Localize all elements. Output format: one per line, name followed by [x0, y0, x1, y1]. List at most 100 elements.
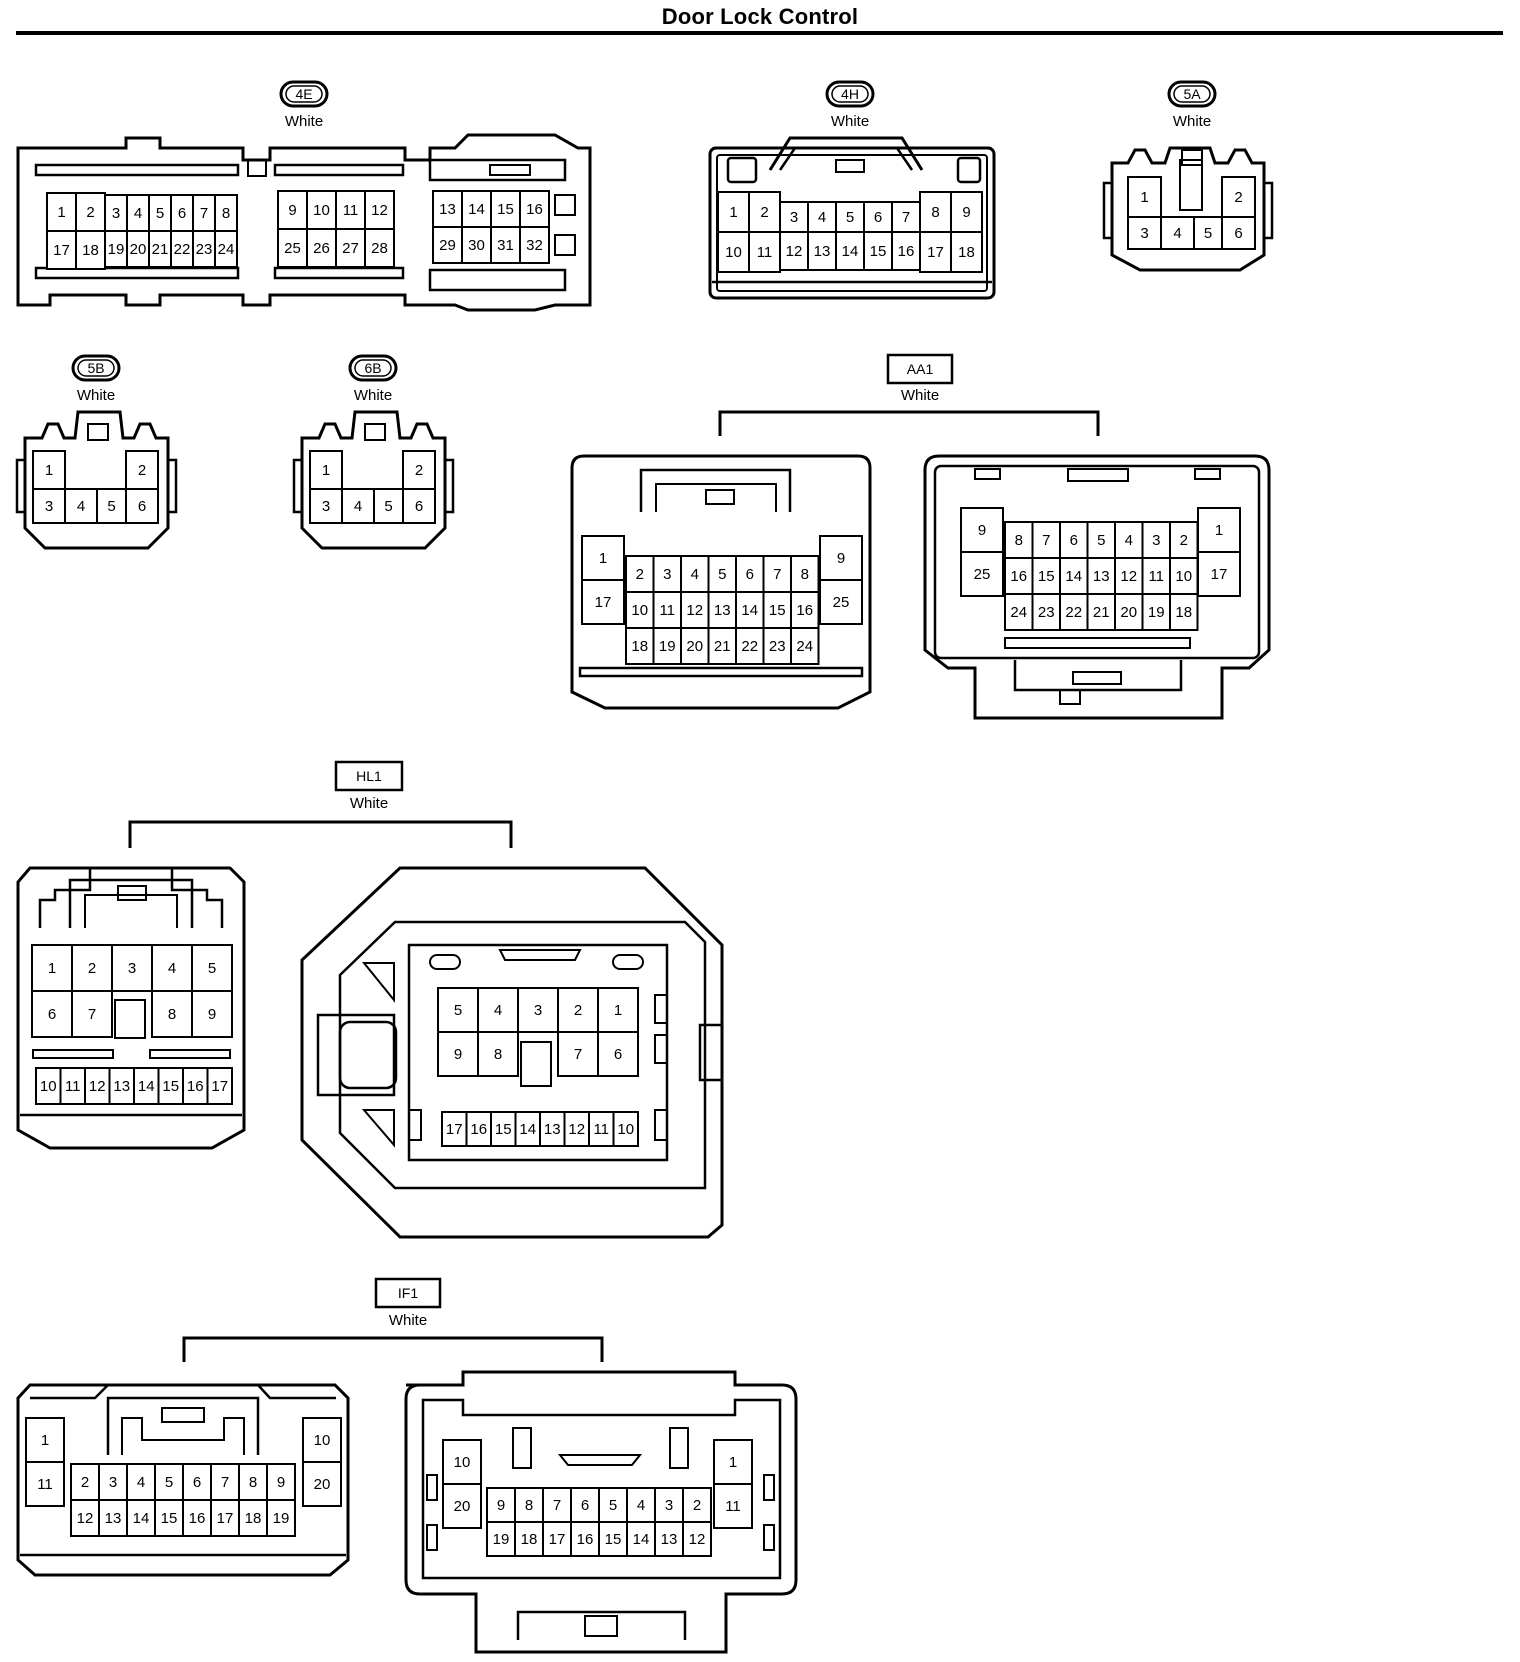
pin-number: 23: [196, 241, 213, 258]
pin-cavity: [863, 231, 893, 271]
pin-number: 6: [614, 1046, 622, 1063]
pin-number: 8: [494, 1046, 502, 1063]
pin-number: 1: [1140, 189, 1148, 206]
pin-number: 8: [1015, 532, 1023, 549]
pin-cavity: [779, 231, 809, 271]
pin-number: 9: [497, 1497, 505, 1514]
pin-cavity: [514, 1111, 541, 1147]
pin-number: 22: [741, 638, 758, 655]
pin-cavity: [1004, 521, 1034, 559]
pin-number: 19: [493, 1531, 510, 1548]
pin-number: 24: [218, 241, 235, 258]
pin-number: 9: [962, 204, 970, 221]
pin-number: 16: [526, 201, 543, 218]
pin-cavity: [306, 190, 337, 230]
pin-cavity: [581, 579, 625, 625]
pin-cavity: [517, 987, 559, 1033]
pin-number: 22: [1065, 604, 1082, 621]
pin-cavity: [1169, 557, 1199, 595]
pin-cavity: [1127, 216, 1162, 250]
pin-number: 6: [746, 566, 754, 583]
pin-number: 12: [689, 1531, 706, 1548]
pin-cavity: [238, 1463, 268, 1501]
pin-cavity: [654, 1521, 684, 1557]
pin-cavity: [1221, 176, 1256, 218]
connector-5a-color: White: [1173, 113, 1211, 130]
pin-cavity: [1221, 216, 1256, 250]
pin-cavity: [206, 1067, 233, 1105]
connector-5a-label: 5A White: [1167, 80, 1217, 130]
pin-number: 6: [1234, 225, 1242, 242]
pin-number: 16: [1010, 568, 1027, 585]
pin-number: 11: [1148, 568, 1164, 585]
connector-5b-id: 5B: [87, 360, 104, 376]
pin-cavity: [402, 488, 436, 524]
pin-number: 2: [86, 204, 94, 221]
pin-number: 13: [439, 201, 456, 218]
pin-number: 2: [693, 1497, 701, 1514]
pin-number: 11: [659, 602, 675, 619]
pin-number: 17: [211, 1078, 228, 1095]
pin-number: 5: [1204, 225, 1212, 242]
pin-number: 14: [842, 243, 859, 260]
pin-number: 12: [371, 202, 388, 219]
connector-5a-housing: [1102, 146, 1274, 272]
pin-number: 18: [631, 638, 648, 655]
connector-aa1-label: AA1 White: [718, 353, 1100, 436]
pin-cavity: [461, 226, 492, 264]
connector-6b-color: White: [354, 387, 392, 404]
pin-number: 4: [77, 498, 85, 515]
pin-cavity: [717, 231, 750, 273]
pin-number: 3: [534, 1002, 542, 1019]
pin-cavity: [557, 1031, 599, 1077]
connector-6b-housing: [292, 410, 455, 550]
pin-number: 8: [525, 1497, 533, 1514]
pin-number: 28: [371, 240, 388, 257]
pin-number: 18: [1175, 604, 1192, 621]
pin-number: 21: [152, 241, 169, 258]
pin-cavity: [210, 1499, 240, 1537]
pin-number: 5: [609, 1497, 617, 1514]
pin-number: 13: [661, 1531, 678, 1548]
connector-hl1-male-housing: [300, 866, 724, 1239]
pin-number: 6: [138, 498, 146, 515]
pin-number: 2: [138, 462, 146, 479]
pin-cavity: [441, 1111, 468, 1147]
pin-number: 12: [89, 1078, 106, 1095]
pin-cavity: [1141, 593, 1171, 631]
pin-number: 10: [1175, 568, 1192, 585]
pin-number: 6: [581, 1497, 589, 1514]
pin-cavity: [151, 990, 193, 1038]
pin-cavity: [364, 228, 395, 268]
pin-cavity: [486, 1521, 516, 1557]
pin-cavity: [32, 488, 66, 524]
pin-cavity: [214, 230, 238, 268]
pin-number: 12: [1120, 568, 1137, 585]
pin-number: 5: [165, 1474, 173, 1491]
pin-number: 17: [217, 1510, 234, 1527]
connector-aa1-female-housing: [570, 454, 872, 710]
pin-number: 5: [384, 498, 392, 515]
pin-number: 10: [725, 244, 742, 261]
pin-number: 2: [574, 1002, 582, 1019]
pin-number: 5: [208, 960, 216, 977]
pin-number: 18: [521, 1531, 538, 1548]
pin-number: 6: [415, 498, 423, 515]
pin-number: 15: [1038, 568, 1055, 585]
pin-number: 30: [468, 237, 485, 254]
pin-cavity: [1059, 593, 1089, 631]
pin-cavity: [790, 591, 820, 629]
pin-number: 18: [245, 1510, 262, 1527]
pin-number: 15: [497, 201, 514, 218]
pin-number: 20: [130, 241, 147, 258]
connector-6b-id: 6B: [364, 360, 381, 376]
pin-cavity: [125, 488, 159, 524]
pin-cavity: [682, 1487, 712, 1523]
